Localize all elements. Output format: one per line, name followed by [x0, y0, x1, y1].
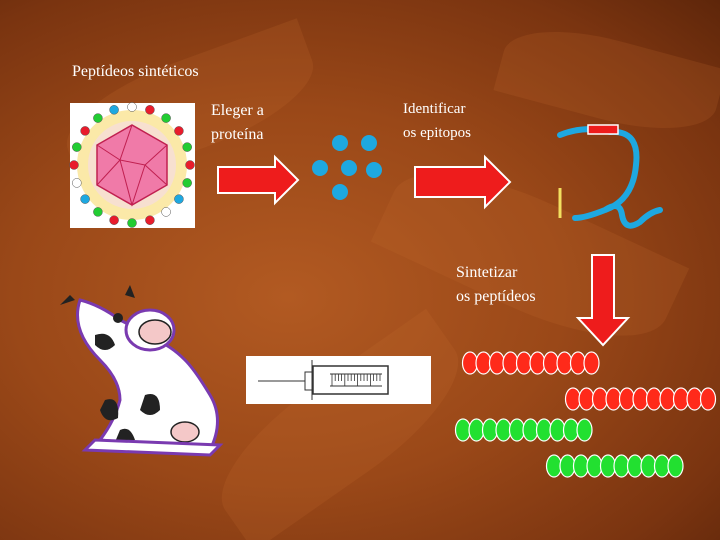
peptide-bead — [508, 418, 526, 442]
cow-icon — [60, 285, 224, 457]
peptide-bead — [699, 387, 717, 411]
peptide-bead — [569, 351, 587, 375]
peptide-bead — [468, 418, 485, 442]
virus-spike — [72, 142, 82, 152]
virus-spike — [93, 113, 103, 123]
peptide-bead — [475, 351, 492, 375]
title-label: Peptídeos sintéticos — [72, 63, 199, 80]
syringe-icon — [246, 356, 431, 404]
peptide-bead — [549, 418, 566, 442]
peptide-bead — [667, 454, 684, 478]
peptide-bead — [599, 454, 617, 478]
epitope-dots — [312, 135, 382, 200]
virus-spike — [161, 207, 171, 217]
arrow-down — [575, 254, 631, 347]
step2-label: Identificar os epitopos — [403, 101, 471, 141]
virus-icon — [69, 102, 195, 228]
virus-spike — [127, 102, 137, 112]
peptide-bead — [613, 454, 630, 478]
peptide-bead — [522, 418, 539, 442]
virus-spike — [182, 178, 192, 188]
peptide-bead — [515, 351, 533, 375]
peptide-bead — [583, 351, 600, 375]
peptide-bead — [559, 454, 576, 478]
peptide-bead — [586, 454, 603, 478]
peptide-bead — [572, 454, 590, 478]
step1-label: Eleger a proteína — [211, 102, 264, 143]
peptide-bead — [618, 387, 636, 411]
peptide-bead — [632, 387, 649, 411]
virus-spike — [145, 215, 155, 225]
virus-spike — [93, 207, 103, 217]
virus-spike — [80, 194, 90, 204]
peptide-bead — [653, 454, 671, 478]
peptide-bead — [488, 351, 506, 375]
virus-spike — [72, 178, 82, 188]
peptide-bead — [686, 387, 703, 411]
peptide-bead — [495, 418, 512, 442]
step3-label: Sintetizar os peptídeos — [456, 264, 536, 305]
peptide-bead — [481, 418, 499, 442]
virus-spike — [127, 218, 137, 228]
peptide-bead — [529, 351, 546, 375]
peptide-bead — [605, 387, 622, 411]
virus-spike — [161, 113, 171, 123]
virus-spike — [145, 105, 155, 115]
virus-spike — [185, 160, 195, 170]
peptide-bead — [454, 418, 472, 442]
virus-spike — [182, 142, 192, 152]
peptide-bead — [461, 351, 479, 375]
peptide-bead — [578, 387, 595, 411]
peptide-bead — [576, 418, 593, 442]
peptide-bead — [672, 387, 690, 411]
peptide-bead — [591, 387, 609, 411]
virus-spike — [69, 160, 79, 170]
virus-spike — [174, 126, 184, 136]
arrow-right-2 — [414, 154, 512, 210]
peptide-bead — [535, 418, 553, 442]
virus-spike — [174, 194, 184, 204]
peptide-bead — [626, 454, 644, 478]
peptide-bead — [640, 454, 657, 478]
arrow-right-1 — [217, 154, 300, 206]
virus-spike — [109, 215, 119, 225]
peptide-bead — [545, 454, 563, 478]
peptide-bead — [502, 351, 519, 375]
peptide-bead — [659, 387, 676, 411]
peptide-bead — [562, 418, 580, 442]
bead-chains — [454, 351, 717, 478]
peptide-strand-icon — [557, 124, 663, 229]
peptide-bead — [564, 387, 582, 411]
peptide-bead — [542, 351, 560, 375]
peptide-bead — [645, 387, 663, 411]
virus-spike — [109, 105, 119, 115]
virus-spike — [80, 126, 90, 136]
peptide-bead — [556, 351, 573, 375]
